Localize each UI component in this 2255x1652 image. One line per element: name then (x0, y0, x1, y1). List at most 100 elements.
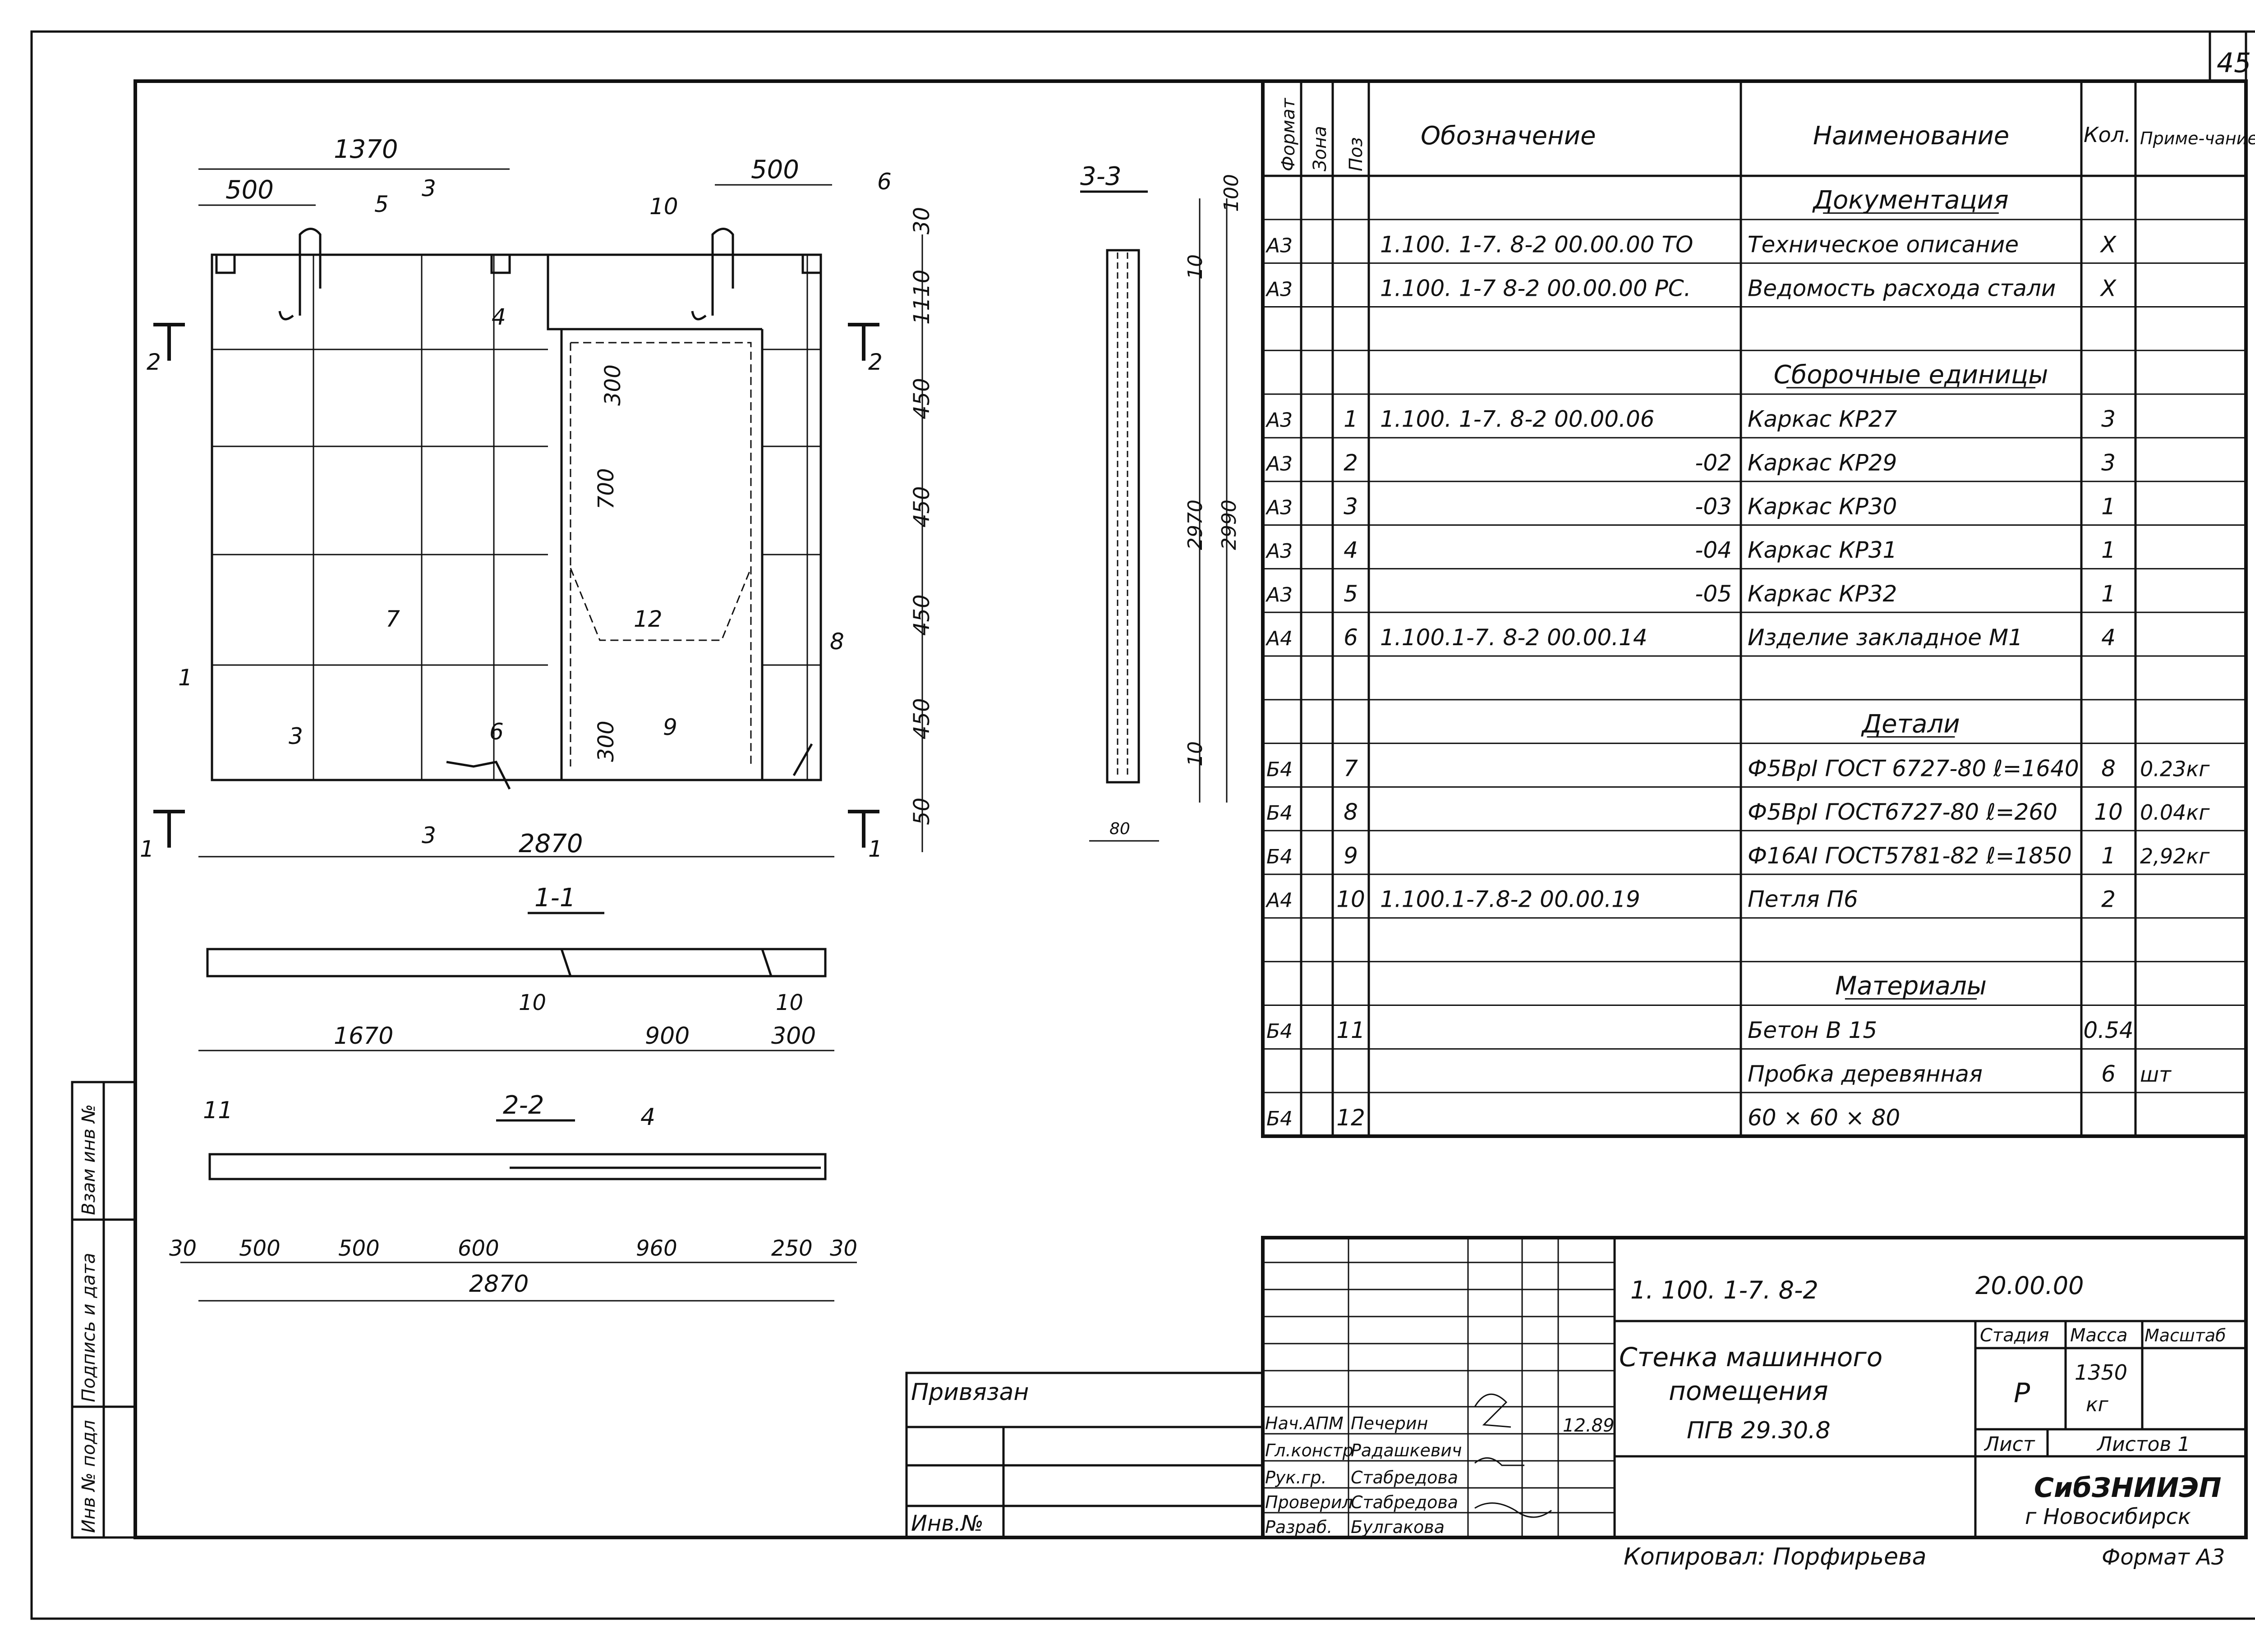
pos-label: 10 (649, 193, 678, 220)
spec-cell-qty: 3 (2101, 450, 2116, 476)
spec-cell-fmt: Б4 (1266, 1020, 1293, 1043)
format-label: Формат А3 (2102, 1545, 2225, 1570)
spec-cell-name: Каркас КР31 (1748, 537, 1897, 563)
spec-cell-code: 1.100.1-7. 8-2 00.00.14 (1380, 624, 1648, 651)
spec-cell-pos: 9 (1344, 843, 1358, 869)
specification-table: Формат Зона Поз Обозначение Наименование… (1261, 79, 2255, 1138)
spec-cell-qty: 6 (2101, 1061, 2116, 1087)
section-1-1: 1-1 1670 10 900 10 300 (198, 883, 834, 1051)
copied-by: Копировал: Порфирьева (1624, 1543, 1926, 1570)
mass-unit: кг (2086, 1393, 2109, 1416)
spec-cell-name: 60 × 60 × 80 (1748, 1105, 1900, 1131)
svg-text:30: 30 (830, 1236, 857, 1261)
mass-value: 1350 (2075, 1360, 2127, 1385)
section-mark: 2 (868, 349, 883, 375)
spec-cell-pos: 12 (1336, 1105, 1365, 1131)
svg-text:250: 250 (771, 1236, 813, 1261)
spec-cell-name: Ведомость расхода стали (1748, 275, 2056, 301)
cut-marker (153, 323, 185, 361)
stamp-replace: Взам инв № (78, 1104, 99, 1215)
door-cage (570, 342, 752, 766)
spec-cell-pos: 11 (1336, 1017, 1365, 1043)
pos-label: 3 (422, 175, 436, 202)
signature-grid (1263, 1238, 1615, 1537)
pos-label: 3 (289, 723, 303, 749)
spec-cell-name: Пробка деревянная (1748, 1061, 1983, 1087)
spec-cell-qty: X (2099, 231, 2117, 257)
spec-cell-name: Каркас КР29 (1748, 450, 1897, 476)
svg-text:80: 80 (1109, 820, 1130, 838)
section-1-1-body (206, 948, 827, 977)
panel-outline (211, 253, 822, 781)
scale-label: Масштаб (2145, 1326, 2226, 1345)
spec-cell-code: -05 (1695, 581, 1732, 607)
doc-suffix: 20.00.00 (1975, 1271, 2084, 1300)
col-header-name: Наименование (1813, 121, 2009, 151)
dim-right-5: 450 (909, 698, 934, 739)
mass-label: Масса (2070, 1325, 2128, 1346)
spec-cell-name: Ф5ВрI ГОСТ6727-80 ℓ=260 (1748, 799, 2057, 825)
embedded-item (215, 253, 236, 274)
spec-cell-qty: 1 (2101, 493, 2116, 519)
pos-label: 9 (663, 714, 677, 740)
spec-cell-fmt: А3 (1265, 496, 1293, 519)
title-line3: ПГВ 29.30.8 (1687, 1417, 1831, 1444)
lifting-loop-right (691, 228, 734, 321)
spec-cell-code: 1.100. 1-7. 8-2 00.00.06 (1380, 406, 1655, 432)
horizontal-rebars (212, 349, 821, 666)
page-number: 45 (2217, 47, 2251, 79)
svg-text:900: 900 (645, 1023, 690, 1050)
spec-cell-qty: 1 (2101, 843, 2116, 869)
svg-text:2970: 2970 (1184, 500, 1207, 550)
dim-top-2: 500 (226, 175, 274, 205)
svg-text:2870: 2870 (469, 1271, 529, 1298)
spec-cell-code: 1.100. 1-7. 8-2 00.00.00 ТО (1380, 231, 1693, 257)
role-name: Булгакова (1351, 1517, 1445, 1537)
dim-right-3: 450 (909, 486, 934, 528)
spec-cell-fmt: А4 (1265, 889, 1293, 912)
stage-label: Стадия (1980, 1325, 2049, 1346)
section-title: 1-1 (534, 883, 575, 913)
signature (1474, 1393, 1511, 1428)
lifting-loop-left (278, 228, 322, 321)
role-title: Разраб. (1265, 1517, 1332, 1537)
section-mark: 2 (147, 349, 161, 375)
spec-cell-code: -04 (1695, 537, 1732, 563)
spec-cell-note: шт (2140, 1062, 2172, 1087)
col-header-pos: Поз (1346, 137, 1367, 171)
section-title: 3-3 (1080, 162, 1121, 191)
spec-cell-qty: 1 (2101, 537, 2116, 563)
spec-cell-qty: 8 (2101, 755, 2116, 781)
spec-cell-name: Документация (1812, 186, 2008, 215)
spec-cell-fmt: Б4 (1266, 758, 1293, 781)
spec-cell-pos: 10 (1336, 886, 1365, 913)
pos-label: 4 (492, 304, 506, 330)
spec-cell-name: Каркас КР30 (1748, 493, 1897, 519)
door-opening (547, 255, 764, 780)
role-title: Рук.гр. (1265, 1468, 1327, 1487)
spec-cell-fmt: А3 (1265, 540, 1293, 563)
col-header-qty: Кол. (2084, 123, 2131, 147)
dim-bottom: 2870 (519, 829, 583, 858)
col-header-note: Приме-чание (2140, 128, 2255, 148)
spec-cell-pos: 1 (1344, 406, 1358, 432)
dim-inner-2: 700 (594, 468, 619, 509)
pos-label: 6 (489, 719, 504, 745)
dim-right-0: 30 (909, 207, 934, 234)
spec-cell-qty: 0.54 (2083, 1017, 2133, 1043)
dim-top-3: 500 (751, 155, 799, 184)
spec-cell-code: 1.100.1-7.8-2 00.00.19 (1380, 886, 1640, 913)
spec-cell-pos: 5 (1344, 581, 1358, 607)
signature-date: 12.89 (1563, 1415, 1615, 1436)
spec-cell-name: Изделие закладное М1 (1748, 624, 2023, 651)
spec-cell-fmt: А3 (1265, 583, 1293, 606)
spec-cell-name: Петля П6 (1748, 886, 1858, 913)
svg-text:30: 30 (169, 1236, 197, 1261)
spec-cell-note: 0.23кг (2140, 757, 2210, 781)
section-2-2-body (208, 1153, 827, 1180)
pos-label: 5 (374, 191, 389, 217)
spec-cell-fmt: А3 (1265, 234, 1293, 257)
svg-text:500: 500 (239, 1236, 281, 1261)
